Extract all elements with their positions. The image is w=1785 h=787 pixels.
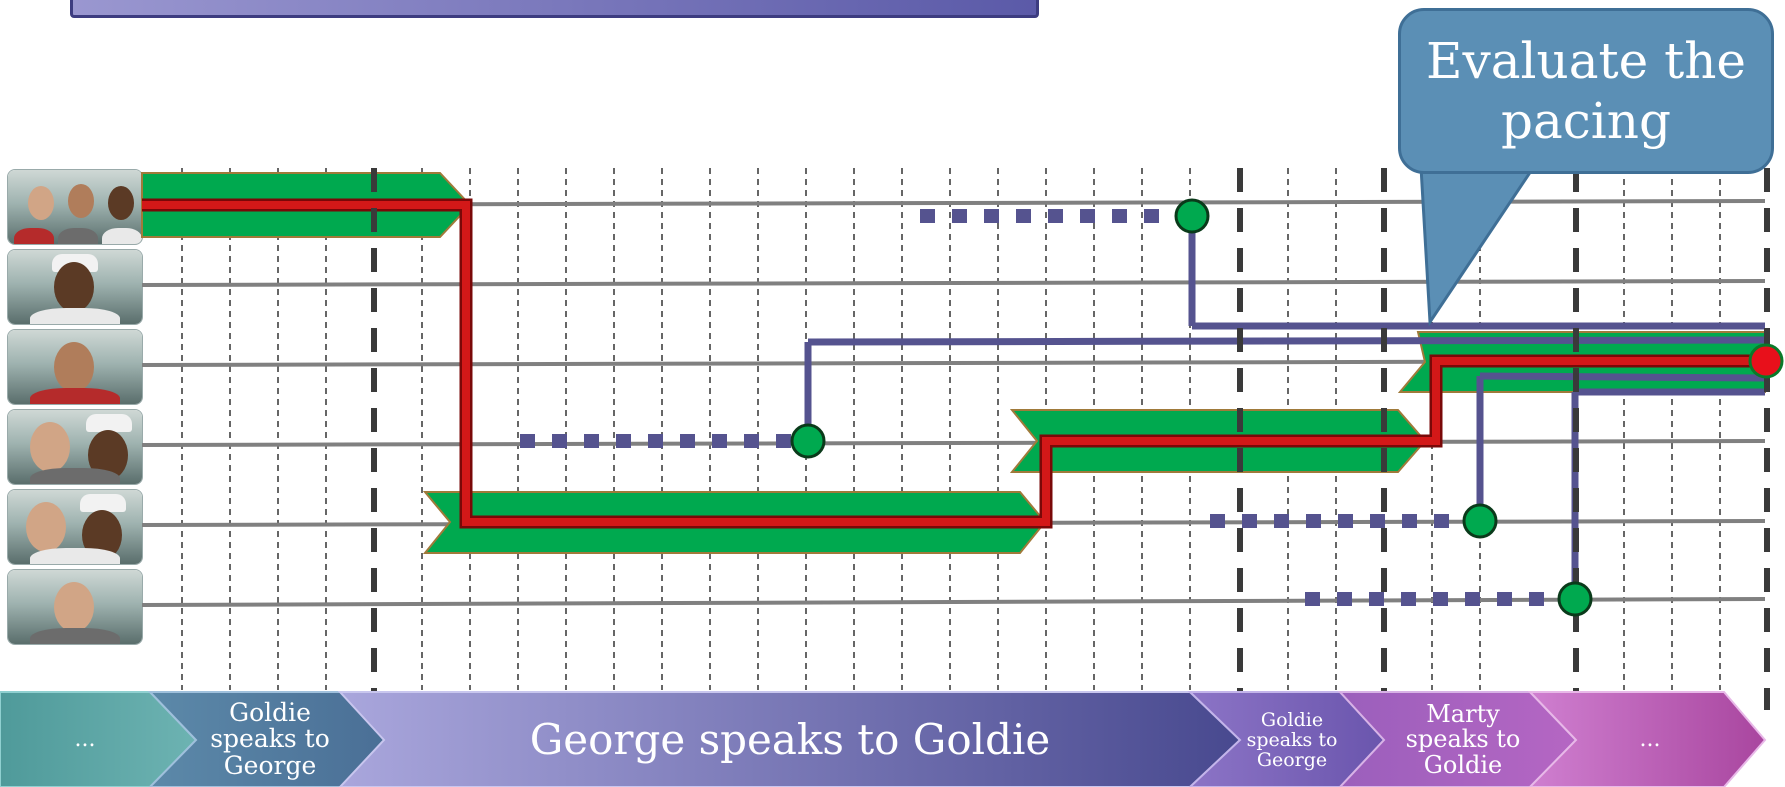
start-marker bbox=[1174, 198, 1210, 234]
time-gridlines bbox=[181, 168, 1721, 690]
character-thumbnail bbox=[8, 330, 142, 404]
start-markers bbox=[790, 198, 1593, 617]
ordering-dotted-links bbox=[520, 209, 1565, 606]
start-marker bbox=[790, 423, 826, 459]
ordering-connectors bbox=[804, 216, 1766, 599]
scene-boundaries bbox=[371, 168, 1770, 710]
segment-band bbox=[0, 691, 1767, 787]
callout-pointer bbox=[1418, 148, 1548, 327]
character-thumbnail bbox=[8, 250, 142, 324]
character-thumbnail bbox=[8, 170, 142, 244]
segment-label: Marty speaks to Goldie bbox=[1405, 700, 1521, 779]
end-marker bbox=[1748, 343, 1784, 379]
character-thumbnail bbox=[8, 570, 142, 644]
segment-label: Goldie speaks to George bbox=[1246, 709, 1338, 771]
segment-label: ... bbox=[74, 727, 96, 753]
segment-label: ... bbox=[1639, 727, 1661, 753]
segment-chevron bbox=[1527, 691, 1767, 787]
character-thumbnail bbox=[8, 410, 142, 484]
segment-label: George speaks to Goldie bbox=[529, 714, 1051, 764]
callout-bubble: Evaluate the pacing bbox=[1398, 8, 1774, 174]
segment-label: Goldie speaks to George bbox=[210, 698, 330, 780]
start-marker bbox=[1557, 581, 1593, 617]
active-path bbox=[142, 198, 1765, 529]
start-marker bbox=[1462, 503, 1498, 539]
character-thumbnail bbox=[8, 490, 142, 564]
title-bar bbox=[70, 0, 1039, 18]
